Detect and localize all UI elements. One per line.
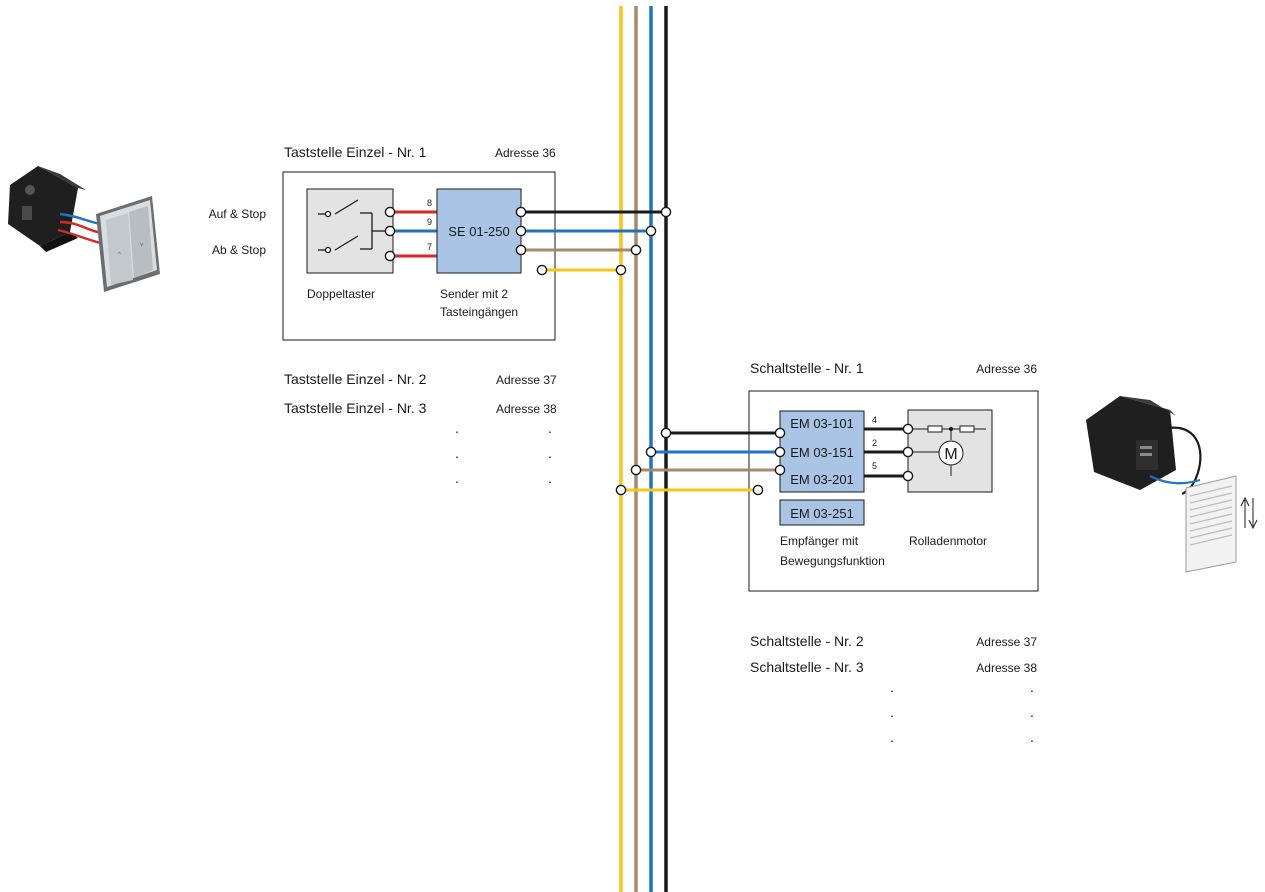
motor-label: Rolladenmotor: [909, 534, 987, 548]
terminal: [752, 484, 764, 496]
motor-wires: [864, 427, 908, 478]
terminal: [774, 427, 786, 439]
sender-title: Taststelle Einzel - Nr. 1: [284, 144, 427, 160]
bus-junction: [660, 206, 672, 218]
terminal: [384, 250, 396, 262]
sender-photo: ^ v: [8, 166, 160, 292]
wire-number: 9: [427, 217, 432, 227]
receiver-photo: [1086, 396, 1258, 573]
terminal: [774, 464, 786, 476]
receiver-3-title: Schaltstelle - Nr. 3: [750, 659, 864, 675]
wire-number: 5: [872, 461, 877, 471]
sender-module-desc-2: Tasteingängen: [440, 305, 518, 319]
terminal: [384, 206, 396, 218]
switch-symbols: [318, 199, 388, 254]
sender-red-wires: [393, 210, 437, 258]
terminal: [902, 470, 914, 482]
ellipsis-dot: .: [890, 704, 894, 720]
receiver-3-address: Adresse 38: [976, 661, 1037, 675]
receiver-bus-connections: [621, 431, 780, 492]
ellipsis-dot: .: [455, 470, 459, 486]
sender-address: Adresse 36: [495, 146, 556, 160]
ellipsis-dot: .: [1030, 704, 1034, 720]
terminal: [515, 225, 527, 237]
bus-junction: [630, 244, 642, 256]
wire-number: 2: [872, 438, 877, 448]
ellipsis-dot: .: [1030, 679, 1034, 695]
bus-junction: [660, 427, 672, 439]
wire-number: 8: [427, 198, 432, 208]
motor-symbol: [912, 425, 986, 476]
sender-module-desc-1: Sender mit 2: [440, 287, 508, 301]
sender-module: [436, 188, 522, 274]
terminal: [774, 446, 786, 458]
terminal: [515, 244, 527, 256]
terminal: [902, 423, 914, 435]
ellipsis-dot: .: [455, 420, 459, 436]
ellipsis-dot: .: [1030, 729, 1034, 745]
input-label-down: Ab & Stop: [212, 243, 266, 257]
bus-junction: [615, 484, 627, 496]
receiver-module: [779, 410, 865, 493]
receiver-address: Adresse 36: [976, 362, 1037, 376]
svg-text:v: v: [140, 242, 143, 248]
wire-number: 7: [427, 242, 432, 252]
sender-box: [282, 171, 556, 341]
receiver-title: Schaltstelle - Nr. 1: [750, 360, 864, 376]
svg-text:^: ^: [118, 252, 121, 258]
ellipsis-dot: .: [890, 729, 894, 745]
input-label-up: Auf & Stop: [209, 207, 267, 221]
ellipsis-dot: .: [548, 445, 552, 461]
terminal: [536, 264, 548, 276]
terminal: [902, 446, 914, 458]
bus-lines: [619, 6, 668, 892]
sender-2-title: Taststelle Einzel - Nr. 2: [284, 371, 427, 387]
receiver-module-1: EM 03-101: [790, 416, 854, 431]
receiver-module-2: EM 03-151: [790, 445, 854, 460]
bus-junction: [630, 464, 642, 476]
receiver-2-address: Adresse 37: [976, 635, 1037, 649]
receiver-module-3: EM 03-201: [790, 472, 854, 487]
ellipsis-dot: .: [548, 470, 552, 486]
sender-3-address: Adresse 38: [496, 402, 557, 416]
sender-bus-connections: [524, 210, 666, 272]
terminal: [515, 206, 527, 218]
sender-module-name: SE 01-250: [448, 224, 509, 239]
ellipsis-dot: .: [890, 679, 894, 695]
ellipsis-dot: .: [548, 420, 552, 436]
bus-junction: [645, 225, 657, 237]
ellipsis-dot: .: [455, 445, 459, 461]
receiver-module-4: EM 03-251: [790, 506, 854, 521]
receiver-desc-2: Bewegungsfunktion: [780, 554, 885, 568]
motor-symbol-label: M: [944, 446, 957, 463]
receiver-2-title: Schaltstelle - Nr. 2: [750, 633, 864, 649]
bus-junction: [645, 446, 657, 458]
bus-junction: [615, 264, 627, 276]
switch-label: Doppeltaster: [307, 287, 375, 301]
wire-number: 4: [872, 415, 877, 425]
receiver-desc-1: Empfänger mit: [780, 534, 859, 548]
terminal: [384, 225, 396, 237]
sender-3-title: Taststelle Einzel - Nr. 3: [284, 400, 427, 416]
receiver-module-4-box: [779, 499, 865, 526]
sender-2-address: Adresse 37: [496, 373, 557, 387]
